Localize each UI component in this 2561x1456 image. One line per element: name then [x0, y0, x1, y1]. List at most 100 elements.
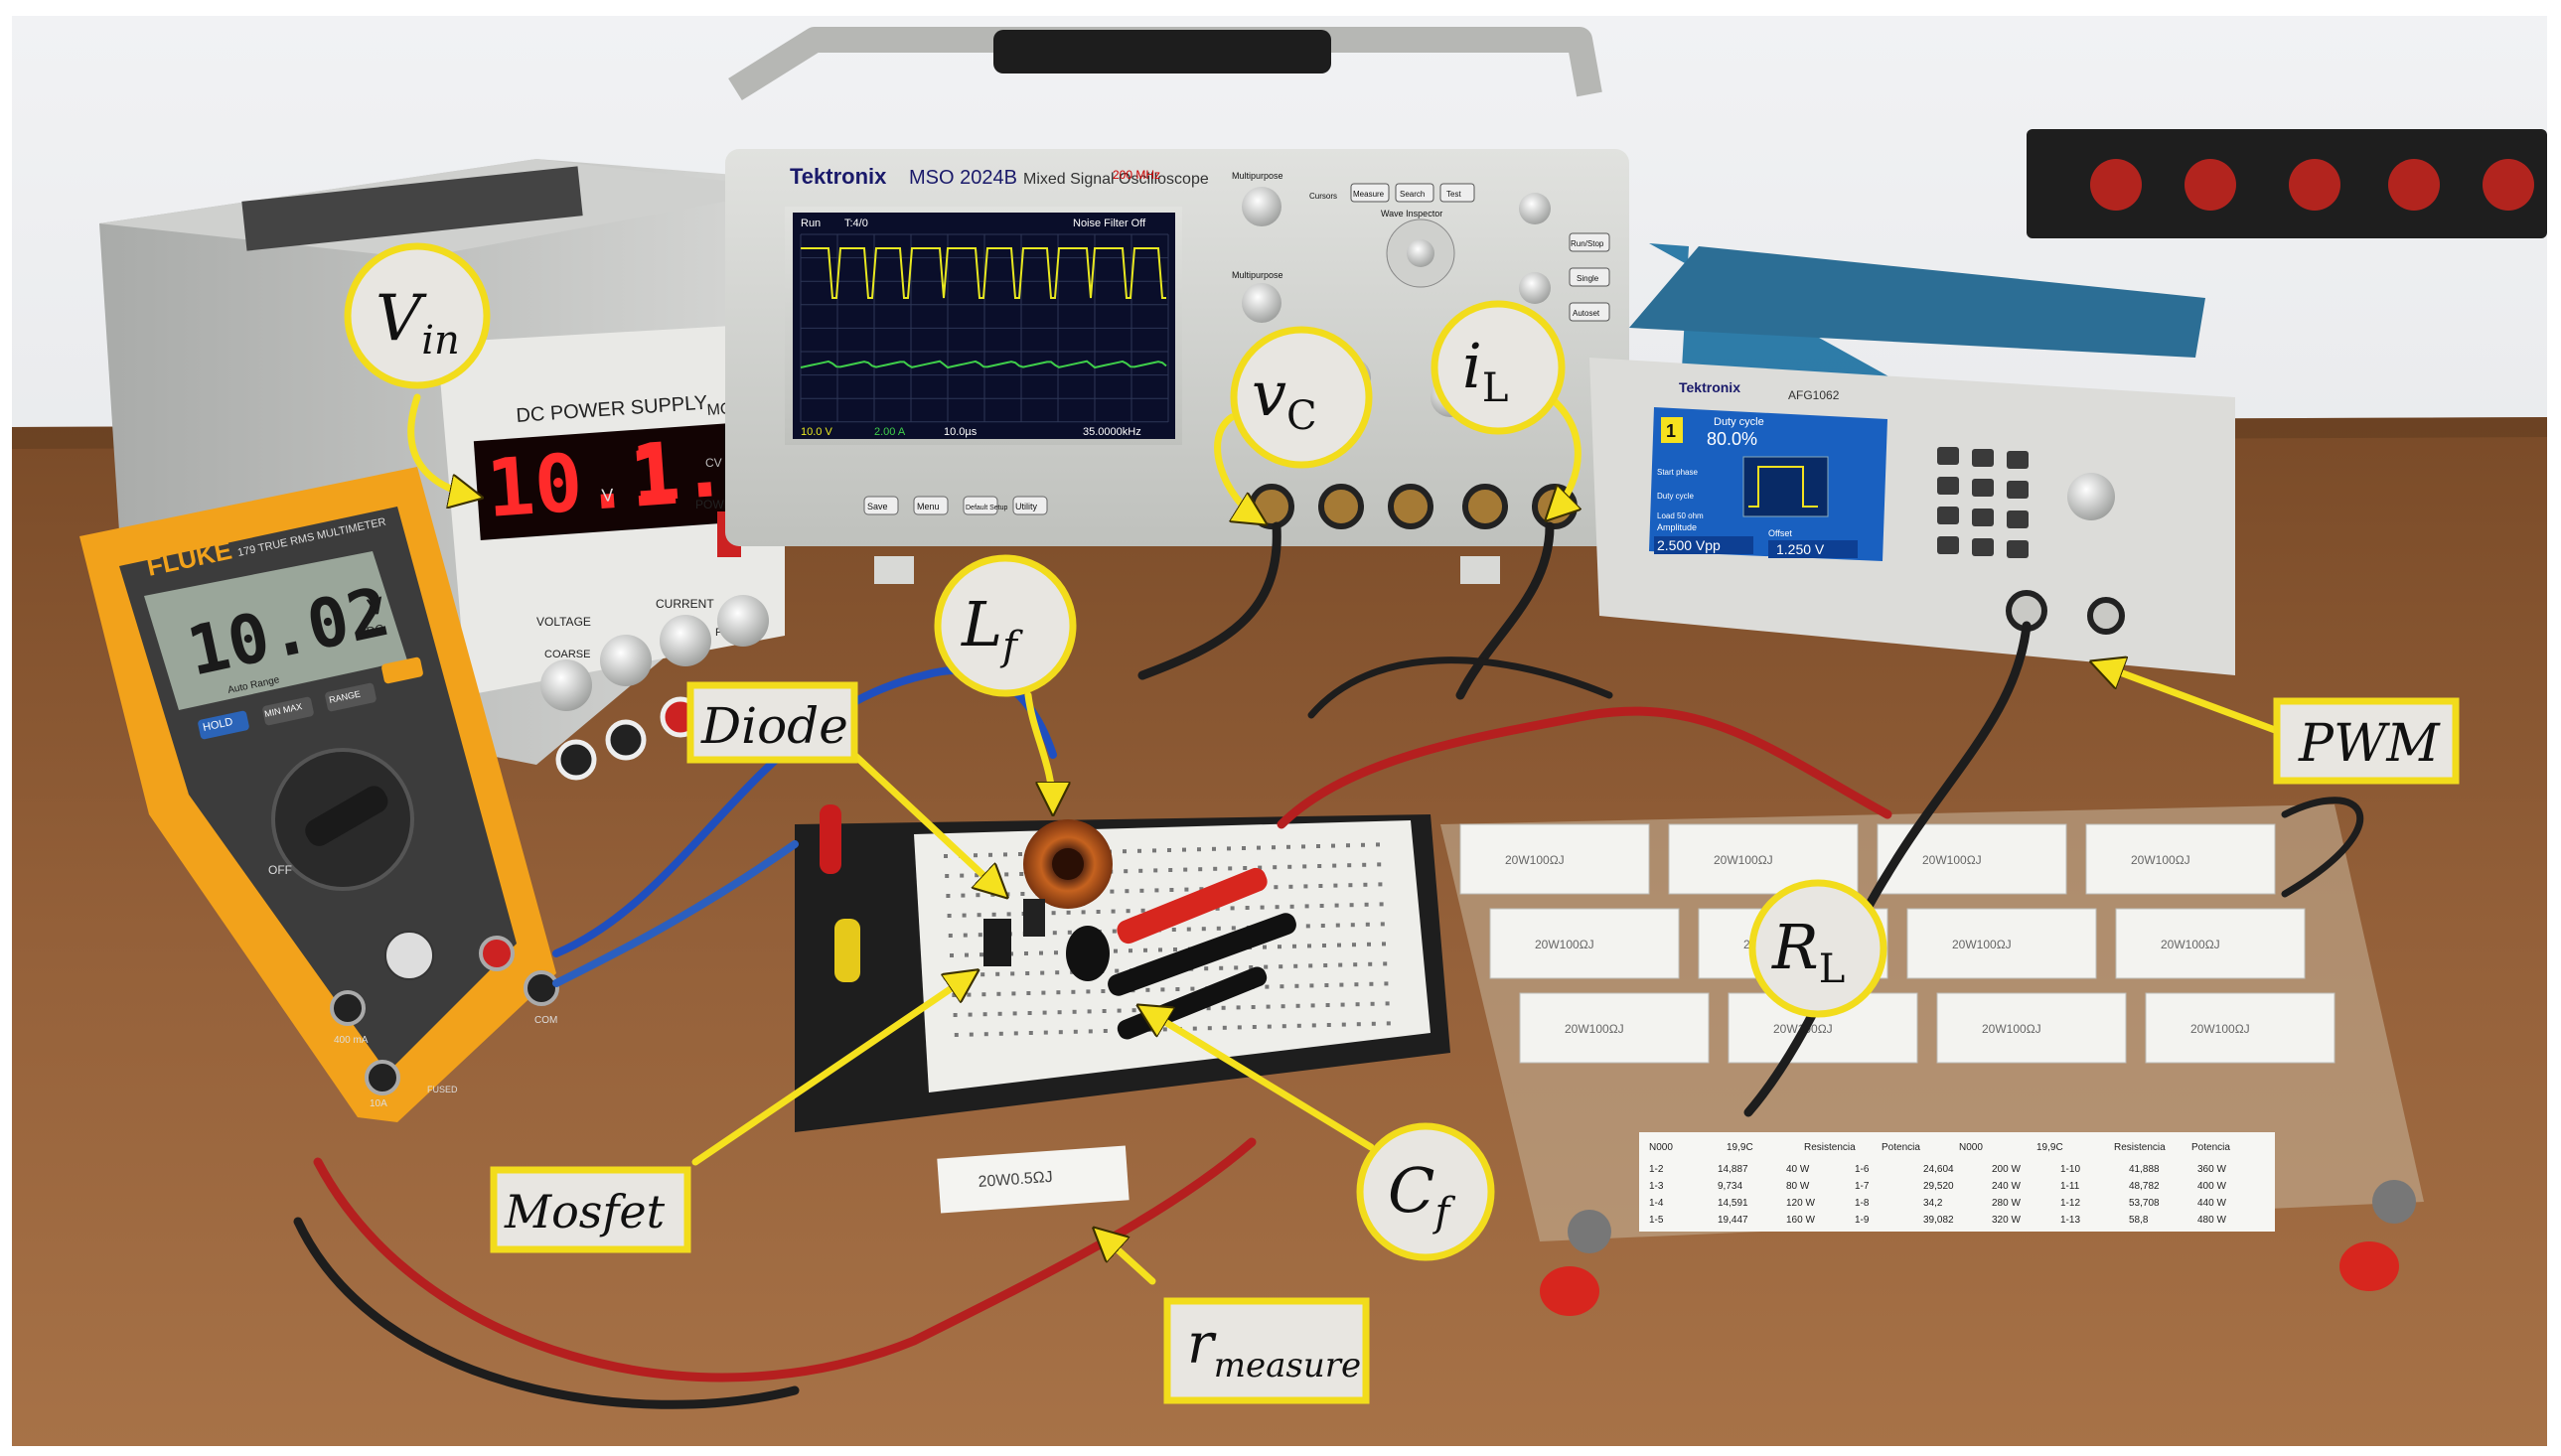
breadboard-hole [1173, 947, 1177, 951]
afg-offset-field[interactable] [1768, 540, 1858, 558]
breadboard-hole [1154, 888, 1159, 893]
multimeter-10a-jack-icon[interactable] [365, 1060, 400, 1095]
power-resistor-label: 20W100ΩJ [1535, 938, 1594, 951]
breadboard-hole [1117, 1008, 1122, 1013]
multimeter-minmax-button[interactable] [261, 696, 314, 726]
resistor-table-cell: 240 W [1992, 1181, 2021, 1192]
afg-amplitude-label: Amplitude [1657, 522, 1697, 532]
scope-autoset-button[interactable] [1569, 302, 1610, 322]
label-rmeasure: rmeasure [1163, 1297, 1370, 1404]
resistor-table-cell: 1-9 [1855, 1215, 1870, 1226]
breadboard-hole [1011, 991, 1016, 996]
breadboard-hole [1213, 866, 1218, 871]
afg-rotary-knob-icon[interactable] [2067, 473, 2115, 520]
scope-status-trigger: T:4/0 [844, 218, 868, 229]
breadboard-hole [1337, 943, 1341, 947]
breadboard-hole [1334, 903, 1339, 908]
breadboard-hole [980, 972, 985, 977]
breadboard-hole [954, 1033, 959, 1037]
scope-measure-button[interactable] [1350, 183, 1390, 203]
scope-save-button[interactable] [863, 496, 899, 515]
resistor-table-cell: 1-5 [1649, 1215, 1664, 1226]
scope-default-setup-button[interactable] [963, 496, 998, 515]
breadboard-hole [1331, 843, 1335, 848]
scope-status-run: Run [801, 218, 821, 229]
afg-keypad[interactable] [1937, 447, 2029, 558]
psu-current-fine-knob-icon[interactable] [717, 595, 769, 647]
multipurpose-b-knob-icon[interactable] [1242, 283, 1281, 323]
breadboard-hole [1025, 971, 1030, 975]
breadboard-hole [952, 993, 957, 997]
scope-single-button[interactable] [1569, 267, 1610, 287]
breadboard-hole [1279, 964, 1283, 969]
scope-utility-label: Utility [1015, 502, 1037, 511]
breadboard-hole [1190, 986, 1195, 991]
multimeter-yellow-button[interactable] [380, 656, 423, 684]
resistor-table-cell: 1-12 [2060, 1198, 2080, 1209]
resistor-table-cell: 1-4 [1649, 1198, 1664, 1209]
breadboard-hole [1171, 928, 1176, 932]
ch2-bnc-connector-icon[interactable] [1318, 484, 1364, 529]
multipurpose-a-knob-icon[interactable] [1242, 187, 1281, 226]
breadboard-hole [1318, 884, 1323, 888]
breadboard-hole [1052, 931, 1057, 936]
breadboard-hole [1301, 844, 1305, 849]
breadboard-hole [1153, 868, 1158, 873]
psu-voltage-fine-knob-icon[interactable] [600, 635, 652, 686]
breadboard-hole [982, 1012, 987, 1017]
multimeter-v-jack-icon[interactable] [479, 936, 515, 971]
afg-amplitude-field[interactable] [1654, 536, 1753, 554]
breadboard-hole [977, 913, 981, 918]
psu-voltage-coarse-knob-icon[interactable] [540, 659, 592, 711]
scope-run-stop-button[interactable] [1569, 232, 1610, 252]
label-cf-main: C [1388, 1154, 1434, 1227]
breadboard-hole [1054, 950, 1058, 955]
multimeter-unit: V [366, 592, 386, 622]
resistor-table-cell: 34,2 [1923, 1198, 1943, 1209]
label-il-sub: L [1482, 365, 1509, 411]
scope-utility-button[interactable] [1012, 496, 1048, 515]
scale-knob-icon[interactable] [1519, 272, 1551, 304]
multimeter-amp-jack-icon[interactable] [330, 990, 366, 1026]
resistor-table-cell: 19,447 [1718, 1215, 1748, 1226]
label-pwm: PWM [2273, 697, 2460, 785]
ch4-bnc-connector-icon[interactable] [1462, 484, 1508, 529]
position-knob-icon[interactable] [1519, 193, 1551, 224]
power-resistor-label: 20W100ΩJ [2131, 853, 2190, 867]
breadboard-hole [944, 854, 948, 858]
breadboard-hole [967, 992, 972, 997]
breadboard-hole [1087, 1009, 1092, 1014]
resistor-table-cell: 80 W [1786, 1181, 1810, 1192]
breadboard-hole [1019, 872, 1024, 876]
psu-voltage-unit: V [601, 485, 614, 506]
arrow-pwm [2096, 663, 2279, 734]
multimeter-range-button[interactable] [324, 682, 377, 712]
breadboard-hole [989, 872, 994, 877]
breadboard-hole [1371, 1021, 1376, 1026]
psu-current-coarse-knob-icon[interactable] [660, 615, 711, 666]
breadboard-hole [1012, 1011, 1017, 1016]
multimeter-hold-button[interactable] [197, 710, 249, 740]
breadboard-hole [1367, 942, 1371, 946]
breadboard-hole [1115, 968, 1120, 973]
breadboard-hole [1192, 1026, 1197, 1031]
multimeter-com-jack-icon[interactable] [524, 970, 559, 1006]
breadboard-hole [1040, 970, 1045, 975]
breadboard-hole [1317, 864, 1322, 868]
psu-terminal-icon[interactable] [555, 739, 597, 781]
scope-search-label: Search [1400, 190, 1425, 199]
power-resistor-label: 20W100ΩJ [1714, 853, 1773, 867]
label-cf: Cf [1356, 1122, 1495, 1261]
breadboard-hole [1251, 1005, 1256, 1009]
breadboard-hole [947, 914, 952, 918]
psu-terminal-icon[interactable] [605, 719, 647, 761]
capacitor-component [1066, 926, 1110, 981]
scope-menu-label: Menu [917, 502, 940, 511]
breadboard-hole [991, 912, 996, 917]
scope-menu-button[interactable] [913, 496, 949, 515]
breadboard-hole [1380, 922, 1385, 927]
ch3-bnc-connector-icon[interactable] [1388, 484, 1433, 529]
scope-test-button[interactable] [1439, 183, 1475, 203]
afg-sync-bnc-connector-icon[interactable] [2087, 597, 2125, 635]
scope-search-button[interactable] [1395, 183, 1434, 203]
